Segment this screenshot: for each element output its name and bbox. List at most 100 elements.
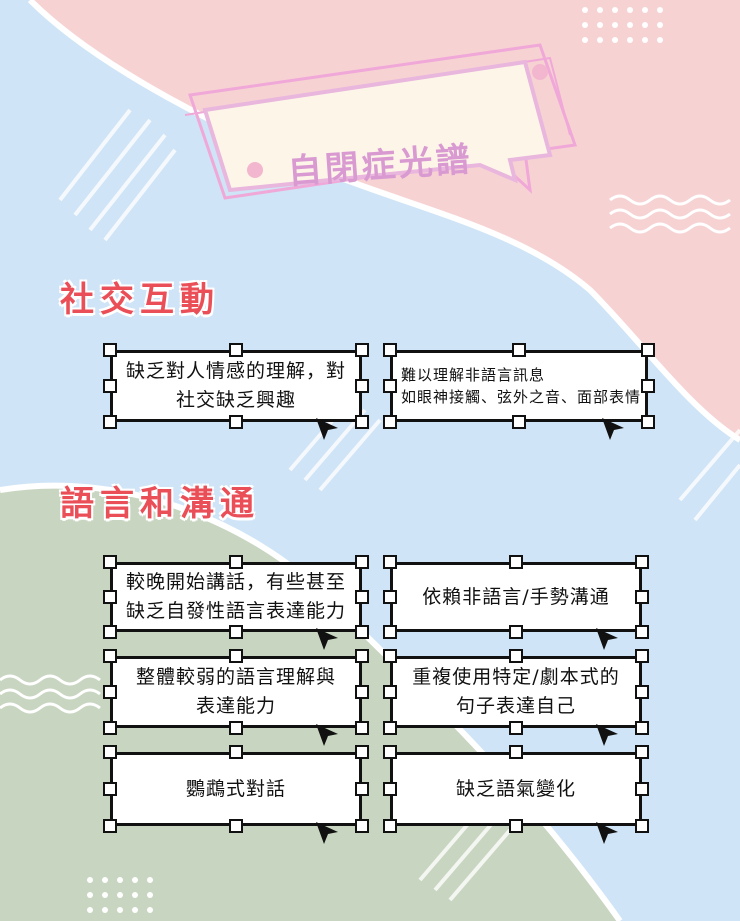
resize-handle-icon [103, 379, 117, 393]
section-heading-language: 語言和溝通 [60, 484, 260, 524]
resize-handle-icon [635, 685, 649, 699]
symptom-text: 依賴非語言/手勢溝通 [422, 583, 609, 612]
resize-handle-icon [229, 625, 243, 639]
resize-handle-icon [383, 590, 397, 604]
resize-handle-icon [103, 590, 117, 604]
resize-handle-icon [509, 721, 523, 735]
cursor-arrow-icon [602, 418, 624, 440]
resize-handle-icon [229, 819, 243, 833]
resize-handle-icon [383, 782, 397, 796]
cursor-arrow-icon [316, 628, 338, 650]
resize-handle-icon [635, 745, 649, 759]
resize-handle-icon [355, 721, 369, 735]
resize-handle-icon [635, 590, 649, 604]
resize-handle-icon [383, 819, 397, 833]
resize-handle-icon [635, 625, 649, 639]
resize-handle-icon [355, 555, 369, 569]
resize-handle-icon [229, 343, 243, 357]
symptom-line: 鸚鵡式對話 [185, 777, 286, 800]
section-heading-social: 社交互動 [60, 280, 220, 320]
resize-handle-icon [229, 649, 243, 663]
symptom-text: 缺乏語氣變化 [456, 775, 576, 804]
resize-handle-icon [103, 685, 117, 699]
resize-handle-icon [103, 819, 117, 833]
title-speech-bubble: 自閉症光譜 [180, 40, 580, 210]
resize-handle-icon [355, 745, 369, 759]
resize-handle-icon [103, 343, 117, 357]
resize-handle-icon [512, 415, 526, 429]
resize-handle-icon [635, 555, 649, 569]
symptom-text: 整體較弱的語言理解與表達能力 [136, 663, 336, 721]
symptom-card: 缺乏對人情感的理解，對社交缺乏興趣 [110, 350, 362, 422]
resize-handle-icon [229, 555, 243, 569]
resize-handle-icon [635, 721, 649, 735]
resize-handle-icon [383, 555, 397, 569]
resize-handle-icon [355, 625, 369, 639]
resize-handle-icon [103, 782, 117, 796]
resize-handle-icon [635, 782, 649, 796]
resize-handle-icon [635, 819, 649, 833]
symptom-card: 較晚開始講話，有些甚至缺乏自發性語言表達能力 [110, 562, 362, 632]
symptom-card: 整體較弱的語言理解與表達能力 [110, 656, 362, 728]
symptom-card: 依賴非語言/手勢溝通 [390, 562, 642, 632]
resize-handle-icon [383, 343, 397, 357]
resize-handle-icon [383, 415, 397, 429]
symptom-text: 較晚開始講話，有些甚至缺乏自發性語言表達能力 [126, 568, 346, 626]
resize-handle-icon [229, 721, 243, 735]
resize-handle-icon [355, 343, 369, 357]
resize-handle-icon [383, 721, 397, 735]
symptom-line: 整體較弱的語言理解與 [135, 666, 336, 688]
cursor-arrow-icon [316, 724, 338, 746]
resize-handle-icon [103, 625, 117, 639]
symptom-text: 缺乏對人情感的理解，對社交缺乏興趣 [126, 357, 346, 415]
symptom-text: 鸚鵡式對話 [186, 775, 286, 804]
resize-handle-icon [103, 415, 117, 429]
resize-handle-icon [512, 343, 526, 357]
resize-handle-icon [355, 590, 369, 604]
resize-handle-icon [383, 685, 397, 699]
speech-bubble-icon [184, 43, 578, 200]
resize-handle-icon [103, 745, 117, 759]
symptom-line: 缺乏對人情感的理解，對 [125, 360, 346, 382]
resize-handle-icon [355, 649, 369, 663]
symptom-card: 鸚鵡式對話 [110, 752, 362, 826]
resize-handle-icon [383, 745, 397, 759]
symptom-card: 難以理解非語言訊息如眼神接觸、弦外之音、面部表情 [390, 350, 648, 422]
resize-handle-icon [103, 649, 117, 663]
resize-handle-icon [383, 649, 397, 663]
symptom-line: 表達能力 [195, 695, 276, 717]
resize-handle-icon [355, 415, 369, 429]
resize-handle-icon [509, 555, 523, 569]
resize-handle-icon [229, 745, 243, 759]
resize-handle-icon [509, 649, 523, 663]
resize-handle-icon [509, 745, 523, 759]
symptom-line: 缺乏語氣變化 [455, 777, 576, 800]
symptom-card: 缺乏語氣變化 [390, 752, 642, 826]
symptom-line: 較晚開始講話，有些甚至 [125, 571, 346, 593]
resize-handle-icon [641, 343, 655, 357]
resize-handle-icon [383, 379, 397, 393]
resize-handle-icon [355, 685, 369, 699]
resize-handle-icon [355, 379, 369, 393]
cursor-arrow-icon [596, 822, 618, 844]
resize-handle-icon [383, 625, 397, 639]
resize-handle-icon [509, 625, 523, 639]
resize-handle-icon [229, 415, 243, 429]
resize-handle-icon [641, 415, 655, 429]
symptom-line: 如眼神接觸、弦外之音、面部表情 [401, 388, 642, 406]
cursor-arrow-icon [596, 724, 618, 746]
cursor-arrow-icon [316, 418, 338, 440]
resize-handle-icon [635, 649, 649, 663]
resize-handle-icon [103, 721, 117, 735]
symptom-text: 難以理解非語言訊息如眼神接觸、弦外之音、面部表情 [401, 364, 641, 408]
symptom-line: 重複使用特定/劇本式的 [412, 666, 620, 688]
symptom-text: 重複使用特定/劇本式的句子表達自己 [412, 663, 619, 721]
resize-handle-icon [641, 379, 655, 393]
symptom-line: 難以理解非語言訊息 [401, 366, 546, 384]
symptom-line: 社交缺乏興趣 [175, 389, 296, 411]
resize-handle-icon [355, 782, 369, 796]
cursor-arrow-icon [316, 822, 338, 844]
symptom-card: 重複使用特定/劇本式的句子表達自己 [390, 656, 642, 728]
resize-handle-icon [103, 555, 117, 569]
symptom-line: 句子表達自己 [455, 695, 576, 717]
